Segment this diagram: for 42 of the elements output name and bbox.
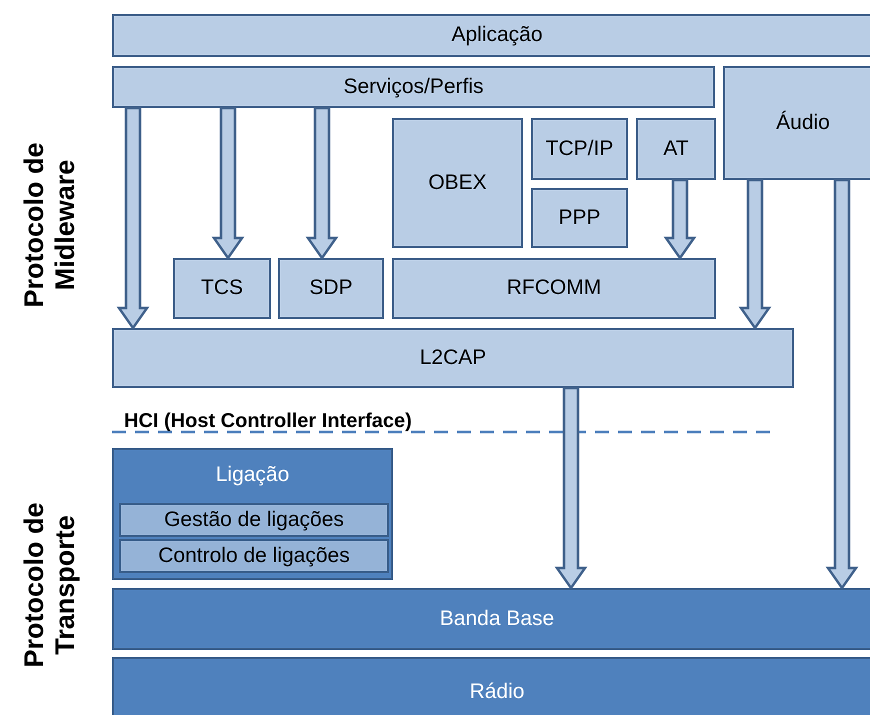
protocol-box xyxy=(723,66,870,180)
protocol-box xyxy=(112,657,870,715)
layer-label: Gestão de ligações xyxy=(164,506,344,533)
block-arrow xyxy=(738,178,772,330)
layer-label: L2CAP xyxy=(420,344,486,371)
block-arrow xyxy=(664,178,696,260)
protocol-box xyxy=(173,258,271,319)
layer-label: AT xyxy=(663,136,689,162)
layer-label: Banda Base xyxy=(440,606,554,632)
protocol-box xyxy=(112,588,870,650)
layer-label: TCS xyxy=(201,275,243,302)
protocol-box xyxy=(112,328,794,388)
protocol-box xyxy=(392,118,523,248)
section-label: Protocolo de Transporte xyxy=(18,502,81,670)
layer-label: TCP/IP xyxy=(546,136,614,162)
protocol-box xyxy=(392,258,716,319)
block-arrow xyxy=(826,178,858,590)
protocol-box xyxy=(531,188,628,248)
layer-label: RFCOMM xyxy=(506,275,602,302)
layer-label: Áudio xyxy=(776,110,830,136)
section-label: Protocolo de Midleware xyxy=(18,142,81,310)
layer-label: Controlo de ligações xyxy=(158,542,350,569)
layer-label: Aplicação xyxy=(451,22,543,48)
layer-label: OBEX xyxy=(428,170,487,196)
protocol-box xyxy=(112,14,870,57)
layer-group-box xyxy=(112,448,393,580)
block-arrow xyxy=(116,106,150,330)
protocol-box xyxy=(636,118,716,180)
interface-label: HCI (Host Controller Interface) xyxy=(124,409,412,434)
layer-label: Ligação xyxy=(214,462,290,488)
block-arrow xyxy=(554,386,588,590)
block-arrow xyxy=(212,106,244,260)
protocol-box xyxy=(119,539,389,573)
protocol-box xyxy=(119,503,389,537)
layer-label: PPP xyxy=(558,204,601,231)
layer-label: Rádio xyxy=(470,678,524,705)
layer-label: Serviços/Perfis xyxy=(343,74,484,100)
layer-label: SDP xyxy=(309,275,353,302)
protocol-box xyxy=(278,258,384,319)
block-arrow xyxy=(306,106,338,260)
protocol-box xyxy=(531,118,628,180)
protocol-box xyxy=(112,66,715,108)
